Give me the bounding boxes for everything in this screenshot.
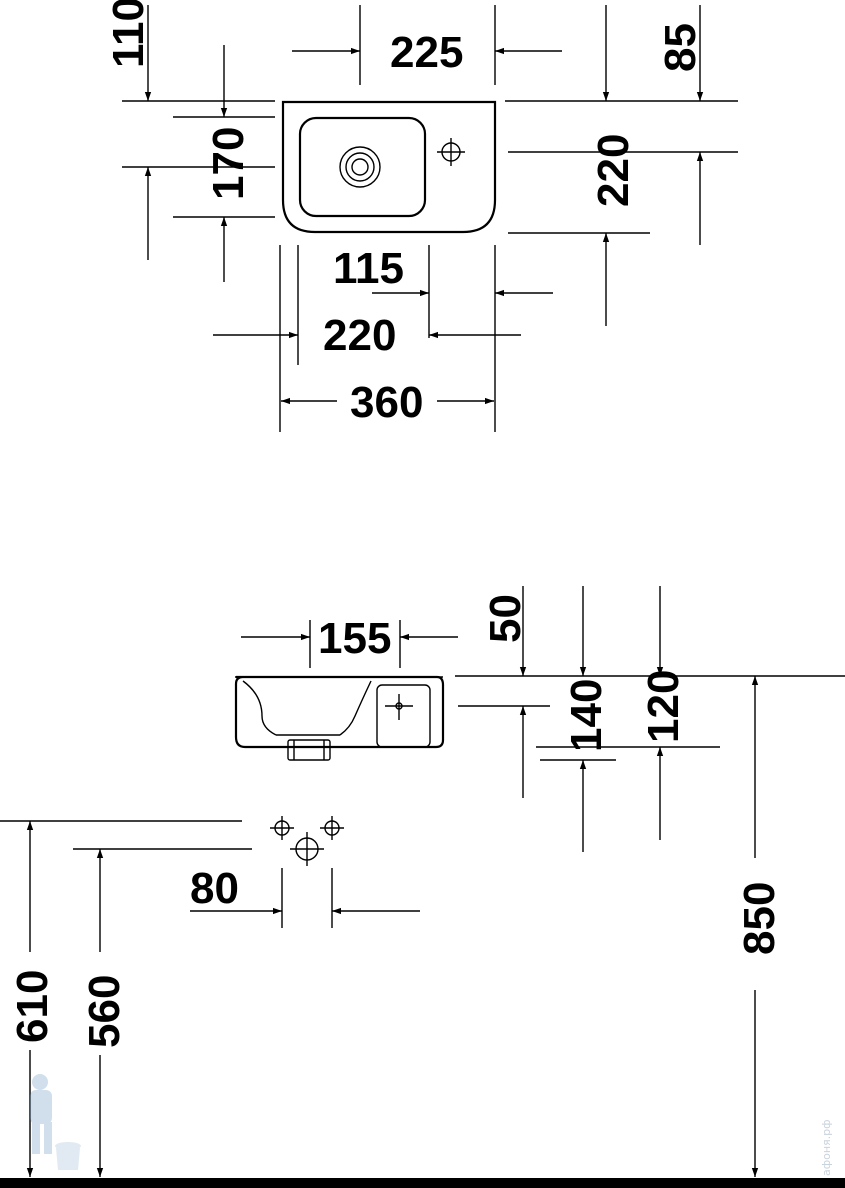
dim-360-label: 360: [350, 378, 423, 427]
dim-220-bottom-label: 220: [323, 311, 396, 360]
floor-line: [0, 1178, 845, 1188]
basin-outline-front: [234, 675, 445, 749]
dim-220-right-label: 220: [589, 134, 638, 207]
dim-80-label: 80: [190, 864, 239, 913]
front-view: 155 50 140 120: [0, 586, 845, 1177]
dim-140-label: 140: [562, 679, 611, 752]
drain-inner-ring: [345, 152, 375, 182]
drain-center: [351, 158, 369, 176]
tap-hole-front-icon: [395, 702, 403, 710]
bowl-contour-left: [242, 680, 277, 736]
watermark-mascot-icon: [30, 1074, 81, 1170]
dim-850-label: 850: [735, 882, 784, 955]
drain-icon: [339, 146, 381, 188]
dim-170-label: 170: [204, 127, 253, 200]
dim-120-label: 120: [639, 670, 688, 743]
dim-560-label: 560: [80, 975, 129, 1048]
watermark-text: афоня.рф: [820, 1119, 833, 1176]
dim-85-label: 85: [656, 23, 705, 72]
top-view: 110 225 85 170 220 115 220 360: [104, 0, 738, 432]
dim-110-label: 110: [104, 0, 153, 68]
bowl-contour-right: [339, 680, 372, 736]
dim-155-label: 155: [318, 614, 391, 663]
dim-225-label: 225: [390, 28, 463, 77]
wall-connections: [270, 816, 344, 866]
dim-50-label: 50: [481, 594, 530, 643]
tap-deck: [376, 684, 431, 748]
dim-115-label: 115: [333, 244, 404, 293]
dim-610-label: 610: [8, 970, 57, 1043]
basin-outline-top: [281, 100, 497, 234]
bowl-outline: [298, 116, 427, 218]
waste-outlet: [287, 739, 331, 761]
